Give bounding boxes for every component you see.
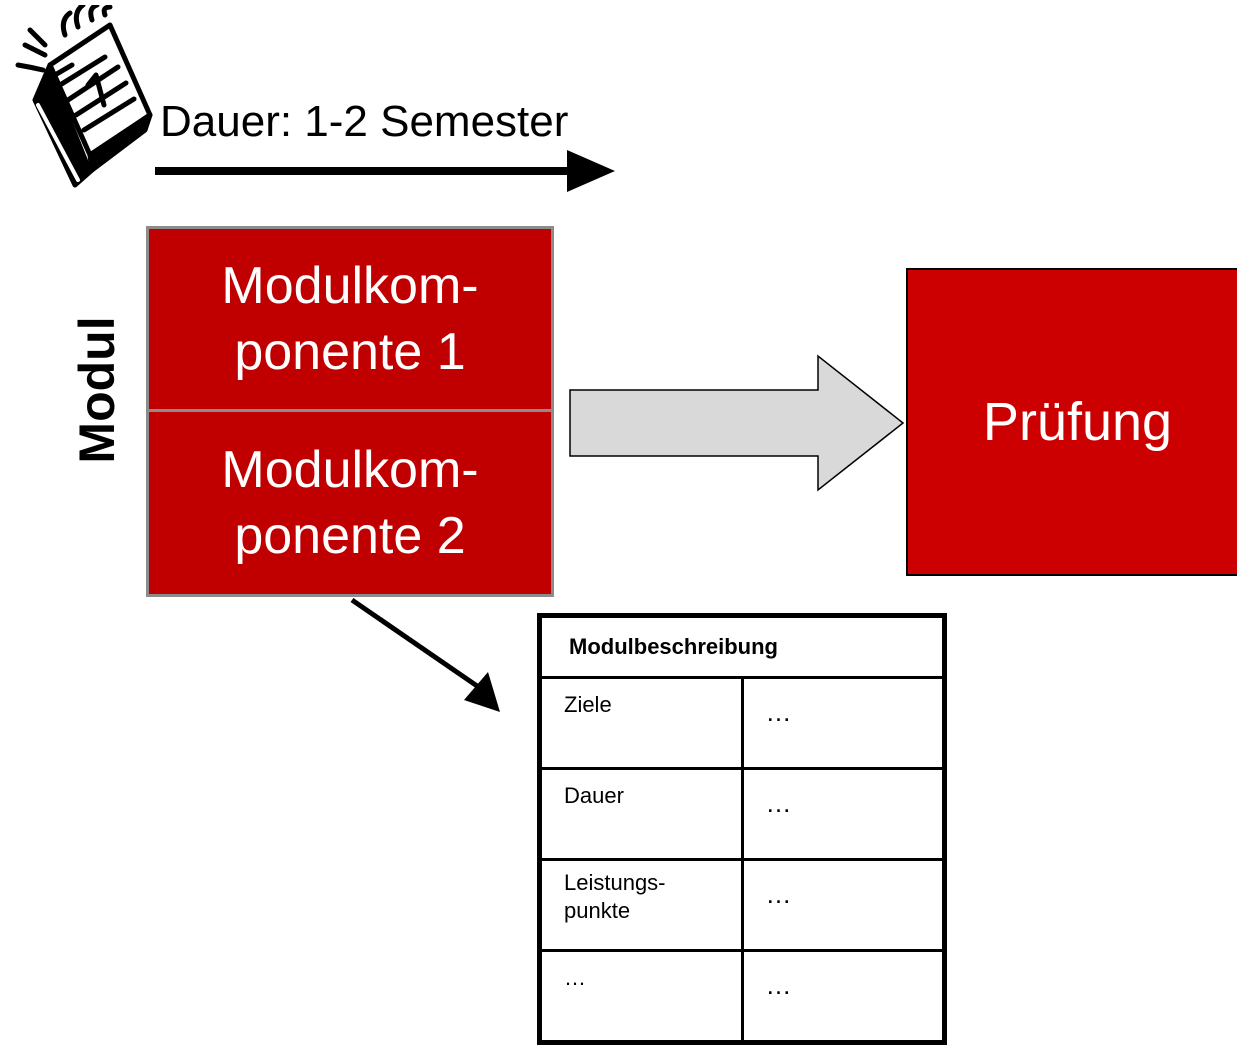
row-value: … (740, 676, 947, 770)
table-row: Leistungs- punkte … (537, 858, 947, 952)
row-key: Dauer (537, 767, 744, 861)
table-row: … … (537, 949, 947, 1045)
duration-label: Dauer: 1-2 Semester (160, 97, 569, 146)
table-row: Dauer … (537, 767, 947, 861)
exam-box: Prüfung (906, 268, 1237, 576)
row-key: Ziele (537, 676, 744, 770)
module-component-1-line2: ponente 1 (234, 323, 466, 381)
module-component-1-line1: Modulkom- (221, 257, 479, 315)
module-label: Modul (69, 316, 125, 464)
calendar-icon (15, 5, 153, 188)
module-component-2-line2: ponente 2 (234, 507, 466, 565)
row-value: … (740, 949, 947, 1045)
diagonal-arrow (350, 597, 500, 712)
row-value: … (740, 858, 947, 952)
module-description-table: Modulbeschreibung Ziele … Dauer … Leistu… (537, 613, 947, 1045)
table-row: Ziele … (537, 676, 947, 770)
module-component-2: Modulkom- ponente 2 (146, 409, 554, 597)
module-component-2-line1: Modulkom- (221, 441, 479, 499)
row-key: Leistungs- punkte (537, 858, 744, 952)
block-arrow (569, 354, 905, 492)
exam-label: Prüfung (982, 392, 1173, 452)
duration-arrow (155, 150, 615, 192)
row-key: … (537, 949, 744, 1045)
module-description-title: Modulbeschreibung (537, 613, 947, 679)
module-component-1: Modulkom- ponente 1 (146, 226, 554, 412)
row-value: … (740, 767, 947, 861)
